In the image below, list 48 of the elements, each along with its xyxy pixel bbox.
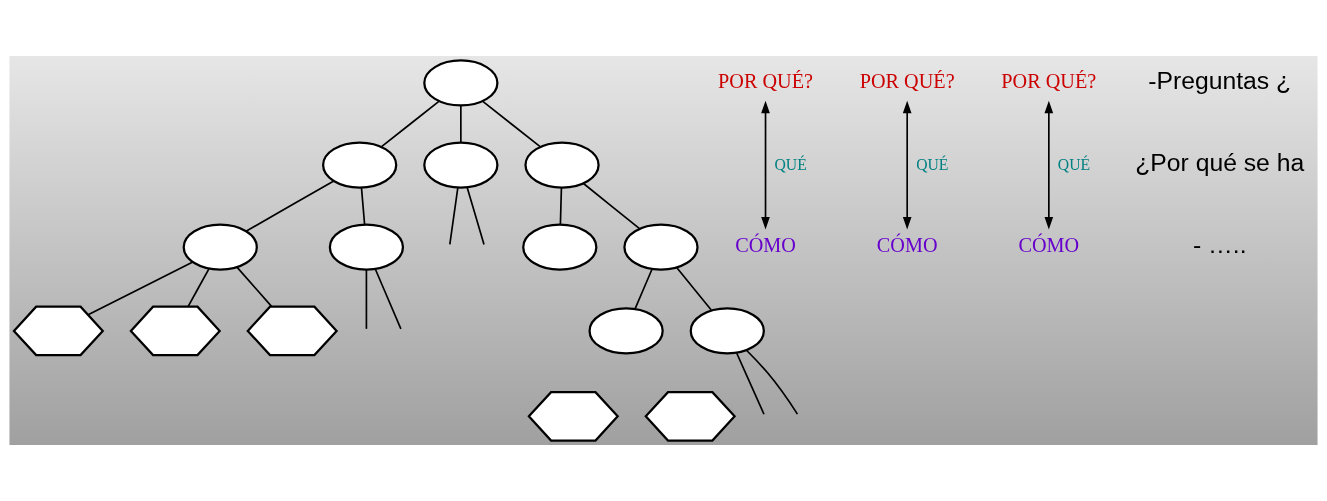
- node-ellipse: [522, 223, 598, 271]
- node-text: POR QUÉ?: [718, 69, 813, 92]
- connector: [374, 268, 402, 330]
- connector: [87, 261, 194, 316]
- connector: [245, 180, 335, 232]
- edge-label: QUÉ: [916, 155, 949, 173]
- node-ellipse: [182, 223, 258, 271]
- connector: [735, 352, 765, 416]
- node-hexagon: [527, 391, 620, 442]
- node-ellipse: [423, 59, 499, 107]
- connector: [460, 104, 462, 144]
- node-hexagon: [644, 391, 737, 442]
- node-ellipse: [623, 223, 699, 271]
- connector: [559, 186, 563, 226]
- connector: [236, 266, 273, 308]
- edge-label: QUÉ: [1057, 155, 1091, 173]
- node-hexagon: [129, 305, 222, 357]
- connector: [745, 349, 799, 415]
- connector: [380, 100, 440, 148]
- connector: [365, 268, 368, 330]
- connector: [466, 186, 485, 246]
- connector: [634, 268, 653, 310]
- connector: [360, 186, 366, 226]
- connector: [481, 100, 541, 148]
- node-text: POR QUÉ?: [1001, 69, 1097, 92]
- node-text: CÓMO: [1018, 234, 1080, 257]
- connector: [582, 182, 641, 230]
- node-ellipse: [322, 141, 398, 189]
- node-ellipse: [588, 307, 664, 355]
- node-ellipse: [423, 141, 499, 189]
- node-text: POR QUÉ?: [859, 69, 955, 92]
- label: -Preguntas ¿: [1148, 67, 1292, 95]
- node-ellipse: [689, 307, 765, 355]
- label: ¿Por qué se ha: [1135, 149, 1305, 177]
- edge-label: QUÉ: [774, 155, 807, 173]
- label: - …..: [1192, 231, 1247, 259]
- node-hexagon: [12, 305, 105, 357]
- node-ellipse: [524, 141, 600, 189]
- arrow: [902, 100, 912, 230]
- arrow: [761, 100, 770, 230]
- node-text: CÓMO: [735, 234, 796, 257]
- connector: [187, 267, 210, 308]
- node-text: CÓMO: [876, 234, 938, 257]
- connector: [675, 266, 713, 311]
- arrow: [1044, 100, 1054, 230]
- connector: [448, 186, 459, 246]
- node-hexagon: [246, 305, 339, 357]
- node-ellipse: [328, 223, 405, 271]
